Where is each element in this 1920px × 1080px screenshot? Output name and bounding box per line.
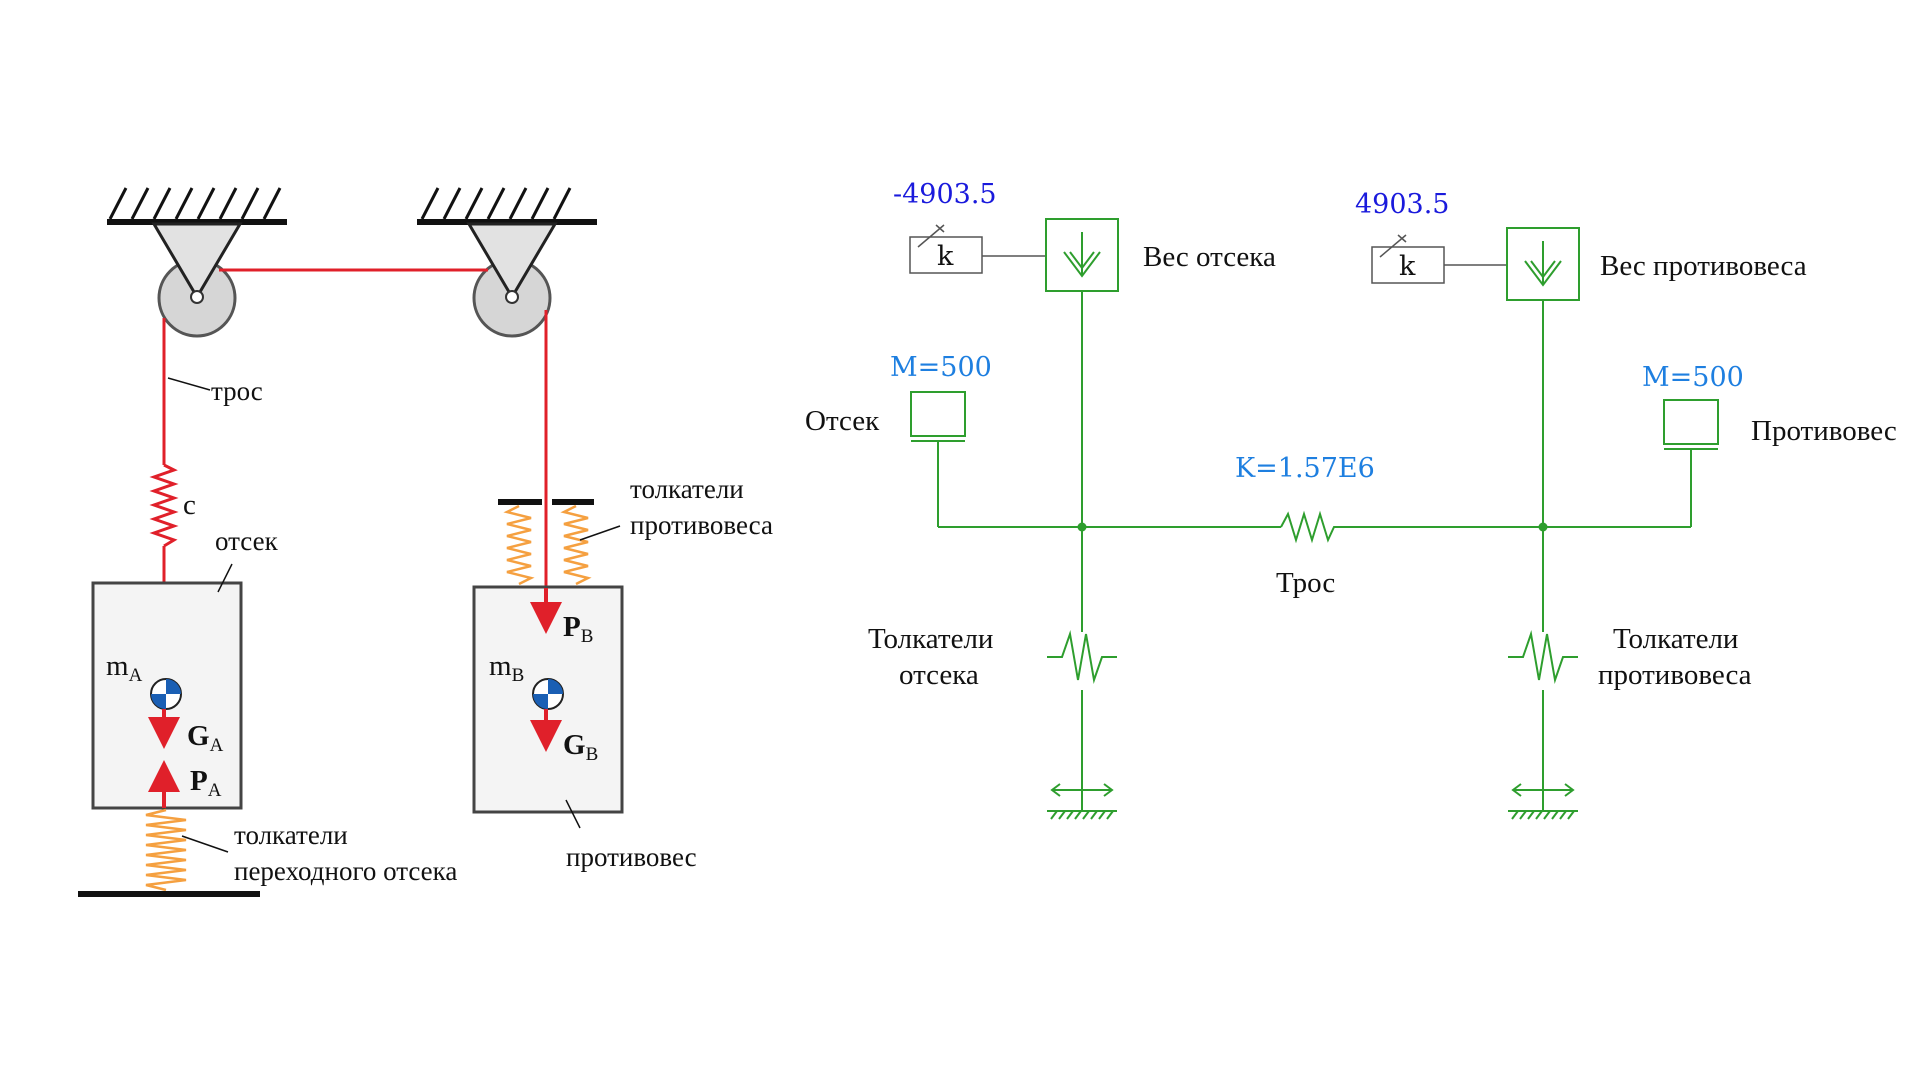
pushers-left-label-2: отсека [899,659,979,691]
transition-pushers-leader [181,835,229,853]
weight-source-right[interactable] [1506,227,1580,301]
svg-text:k: k [1399,251,1416,282]
mass-b-label: mB [489,650,524,686]
weight-right-label: Вес противовеса [1600,250,1807,282]
weight-source-left[interactable] [1045,218,1119,292]
mass-right-label: Противовес [1751,415,1897,447]
mass-left-param: M=500 [890,352,992,383]
cable-label-schematic: Трос [1276,567,1335,599]
ceiling-support-right [417,187,597,225]
pushers-right-label-2: противовеса [1598,659,1752,691]
mass-left-label: Отсек [805,405,880,437]
cable-label-leader [167,377,211,391]
force-pb-label: PB [563,611,593,647]
gain-block-left[interactable]: k [909,224,983,274]
ceiling-support-left [107,187,287,225]
force-pa-label: PA [190,765,222,801]
mass-right-param: M=500 [1642,362,1744,393]
mass-center-a-icon [150,678,182,710]
cable-spring[interactable] [1280,510,1341,544]
mass-a-label: mA [106,650,143,686]
gain-block-right[interactable]: k [1371,234,1445,284]
gain-right-value: 4903.5 [1355,189,1449,220]
counterweight-label: противовес [566,842,697,872]
compartment-label: отсек [215,526,279,556]
stiffness-label: c [183,489,196,521]
cable-label: трос [211,376,263,406]
ground-right-icon [1508,783,1578,820]
transition-pushers [78,808,260,897]
counterweight-pushers-leader [579,525,621,541]
weight-left-label: Вес отсека [1143,241,1276,273]
counterweight-pushers [498,499,594,586]
pulley-right [466,222,558,338]
schematic-scheme: -4903.5 k Вес отсека 4903.5 k [805,179,1897,820]
ground-left-icon [1047,783,1117,820]
schematic-wires [937,291,1692,620]
pushers-right-spring[interactable] [1508,620,1578,790]
mass-left-element[interactable] [910,391,966,442]
cable [149,268,548,670]
junction-right [1538,522,1548,532]
transition-pushers-label-1: толкатели [234,820,348,850]
counterweight-pushers-label-1: толкатели [630,474,744,504]
cable-param: K=1.57E6 [1235,453,1375,484]
transition-pushers-label-2: переходного отсека [234,856,457,886]
svg-text:k: k [937,241,954,272]
force-ga-label: GA [187,720,224,756]
pushers-right-label-1: Толкатели [1613,623,1738,655]
force-gb-label: GB [563,729,598,765]
counterweight-pushers-label-2: противовеса [630,510,773,540]
pulley-left [151,222,243,338]
compartment-label-leader [217,563,233,593]
junction-left [1077,522,1087,532]
mass-center-b-icon [532,678,564,710]
mechanical-scheme: трос c отсек противовес mA GA PA mB [78,187,773,897]
gain-left-value: -4903.5 [893,179,997,210]
counterweight-label-leader [565,799,581,829]
pushers-left-label-1: Толкатели [868,623,993,655]
mass-right-element[interactable] [1663,399,1719,450]
pushers-left-spring[interactable] [1047,620,1117,790]
